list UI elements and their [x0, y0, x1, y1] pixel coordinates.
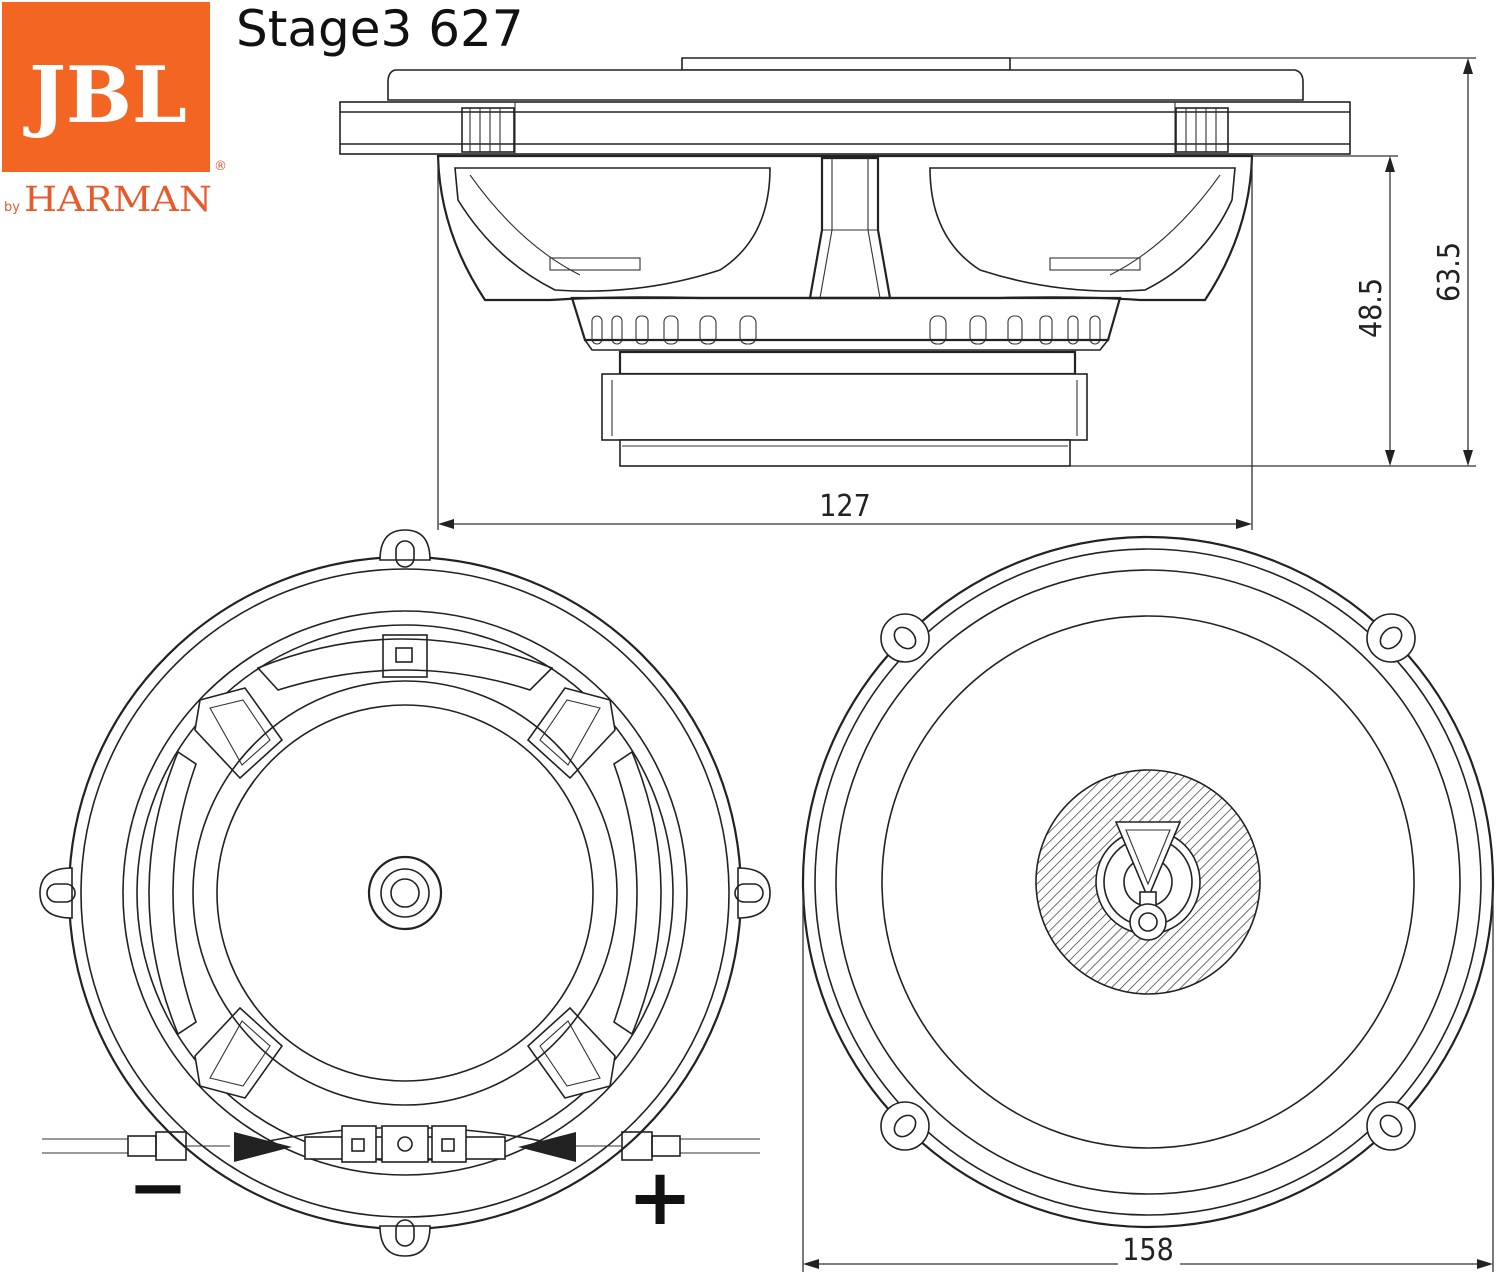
by-label: by — [4, 200, 20, 215]
jbl-logo: JBL ® by HARMAN — [2, 2, 227, 220]
positive-terminal-label: + — [627, 1153, 692, 1243]
front-ear-br — [1366, 1101, 1416, 1151]
cutout-diameter-label: 127 — [819, 489, 871, 524]
tweeter-triangle-icon — [1114, 821, 1182, 901]
vent-slots — [591, 315, 1101, 345]
negative-terminal-label: − — [128, 1145, 188, 1229]
negative-arrow — [234, 1132, 292, 1162]
jbl-logo-text: JBL — [23, 50, 187, 141]
jbl-logo-box — [2, 2, 210, 172]
side-view — [339, 57, 1351, 467]
rear-ear-bottom — [379, 1219, 431, 1257]
outer-diameter-label: 158 — [1122, 1233, 1174, 1268]
mount-depth-label: 48.5 — [1354, 278, 1389, 338]
rear-ear-right — [734, 867, 771, 919]
product-title: Stage3 627 — [236, 0, 524, 58]
negative-wire — [42, 1131, 292, 1162]
dim-mount-depth: 48.5 — [1252, 155, 1398, 466]
rear-view: − + — [39, 529, 771, 1257]
dim-total-height: 63.5 — [1010, 57, 1476, 467]
rear-ear-left — [39, 867, 76, 919]
dim-cutout-diameter: 127 — [437, 160, 1253, 530]
harman-label: HARMAN — [24, 180, 212, 220]
positive-arrow — [518, 1132, 576, 1162]
positive-wire — [518, 1131, 760, 1162]
front-ear-tl — [880, 613, 930, 663]
dim-outer-diameter: 158 — [802, 890, 1494, 1272]
total-height-label: 63.5 — [1432, 242, 1467, 302]
front-view — [801, 535, 1495, 1229]
registered-mark: ® — [214, 159, 227, 174]
front-ear-bl — [880, 1101, 930, 1151]
rear-ear-top — [379, 529, 431, 568]
front-ear-tr — [1366, 613, 1416, 663]
